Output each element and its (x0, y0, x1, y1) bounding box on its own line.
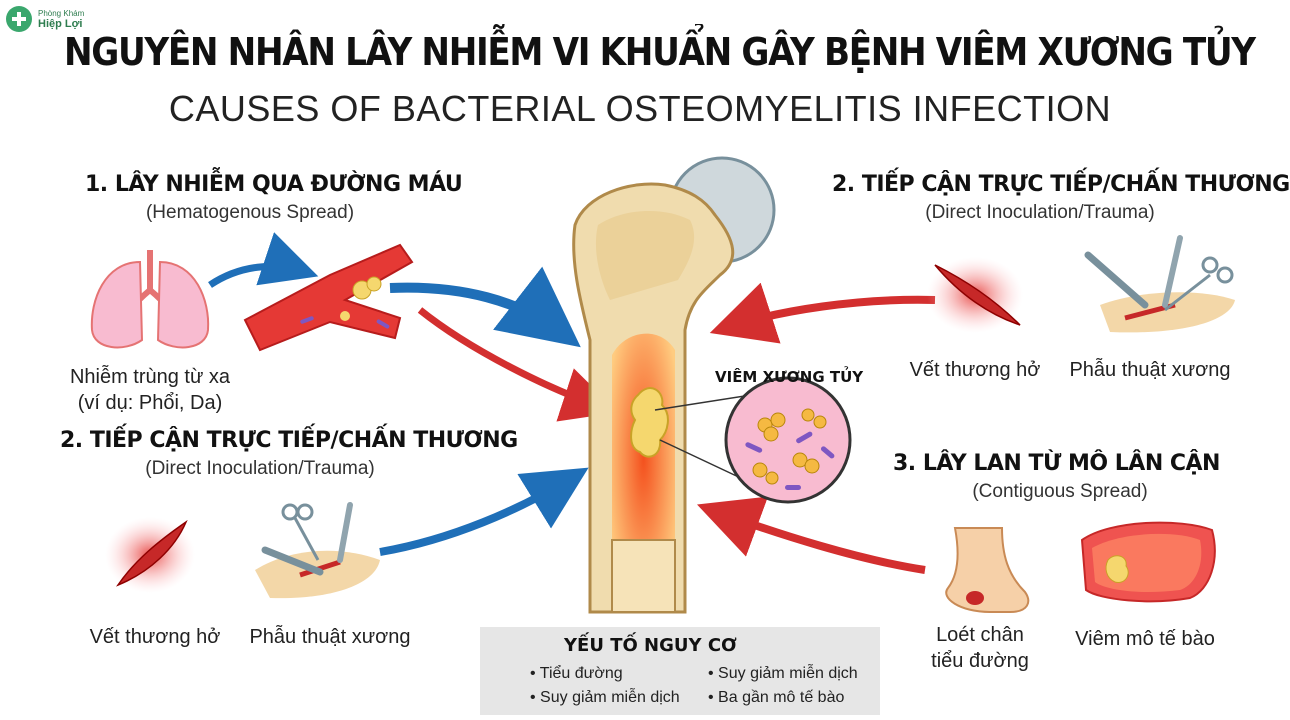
contiguous-heading: 3. LÂY LAN TỪ MÔ LÂN CẬN (893, 451, 1220, 476)
cellulitis-icon (1080, 521, 1216, 603)
blood-vessel-icon (243, 243, 414, 352)
hematogenous-heading: 1. LÂY NHIỄM QUA ĐƯỜNG MÁU (85, 172, 463, 197)
risk-item: • Suy giảm miễn dịch (708, 665, 858, 682)
bone-surgery-icon-left (255, 502, 380, 599)
risk-factors-title: YẾU TỐ NGUY CƠ (564, 635, 737, 656)
open-wound-icon-left (105, 517, 195, 593)
zoom-line-bottom (659, 439, 746, 481)
remote-infection-caption: Nhiễm trùng từ xa (ví dụ: Phổi, Da) (40, 364, 260, 416)
wound-caption-left: Vết thương hở (89, 626, 221, 648)
clinic-logo: Phòng Khám Hiệp Lợi (6, 4, 126, 34)
subtitle: CAUSES OF BACTERIAL OSTEOMYELITIS INFECT… (168, 88, 1112, 129)
medical-cross-icon (6, 6, 32, 32)
logo-line1: Phòng Khám (38, 9, 85, 18)
diabetic-ulcer-caption-line1: Loét chân (936, 624, 1024, 646)
osteomyelitis-zoom-label: VIÊM XƯƠNG TỦY (715, 368, 864, 386)
contiguous-sub: (Contiguous Spread) (972, 481, 1148, 502)
wound-caption-right: Vết thương hở (909, 359, 1041, 381)
direct-right-sub: (Direct Inoculation/Trauma) (925, 202, 1155, 223)
risk-item: • Suy giảm miễn dịch (530, 689, 680, 706)
diabetic-ulcer-caption-line2: tiểu đường (931, 650, 1029, 672)
blue-arrow-trauma-to-bone (379, 467, 589, 556)
diabetic-ulcer-caption: Loét chân tiểu đường (915, 622, 1045, 674)
blue-arrow-lung-to-vessel (208, 232, 319, 288)
remote-infection-caption-line2: (ví dụ: Phổi, Da) (77, 392, 223, 414)
main-title: NGUYÊN NHÂN LÂY NHIỄM VI KHUẨN GÂY BỆNH … (64, 30, 1256, 74)
direct-right-heading: 2. TIẾP CẬN TRỰC TIẾP/CHẤN THƯƠNG (832, 172, 1290, 197)
bacteria-zoom-circle (724, 376, 852, 504)
risk-item: • Ba gần mô tế bào (708, 689, 845, 706)
cellulitis-caption: Viêm mô tế bào (1075, 628, 1215, 650)
red-arrow-vessel-to-marrow (417, 307, 619, 422)
blue-arrow-vessel-to-bone (389, 266, 581, 348)
risk-item: • Tiểu đường (530, 665, 623, 682)
diabetic-foot-icon (945, 527, 1030, 613)
lungs-icon (90, 250, 210, 349)
bone-surgery-icon-right (1084, 235, 1235, 333)
logo-line2: Hiệp Lợi (38, 18, 83, 30)
remote-infection-caption-line1: Nhiễm trùng từ xa (69, 366, 231, 388)
risk-factors-box: YẾU TỐ NGUY CƠ • Tiểu đường • Suy giảm m… (480, 627, 880, 715)
open-wound-icon-right (927, 257, 1023, 333)
femur-bone-illustration (572, 156, 776, 614)
surgery-caption-right: Phẫu thuật xương (1069, 359, 1231, 381)
direct-left-heading: 2. TIẾP CẬN TRỰC TIẾP/CHẤN THƯƠNG (60, 428, 518, 453)
direct-left-sub: (Direct Inoculation/Trauma) (145, 458, 375, 479)
hematogenous-sub: (Hematogenous Spread) (145, 202, 355, 223)
surgery-caption-left: Phẫu thuật xương (249, 626, 411, 648)
red-arrow-trauma-to-bone (709, 282, 936, 344)
red-arrow-contiguous-to-bone (696, 496, 926, 574)
